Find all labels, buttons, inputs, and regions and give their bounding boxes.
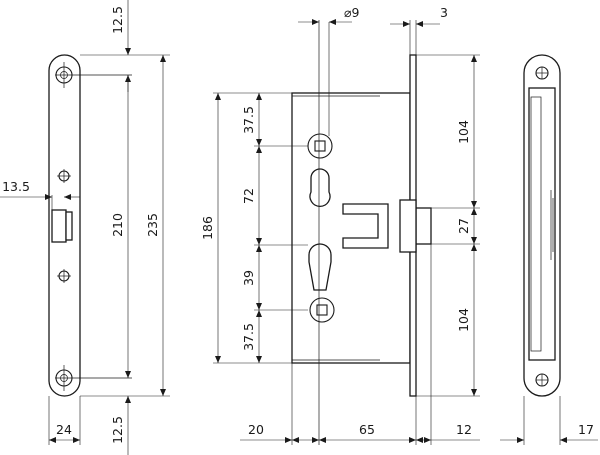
side-view — [523, 54, 561, 397]
faceplate-front-view — [48, 54, 132, 397]
lock-body-view — [291, 20, 432, 445]
dim-bottom-margin: 12.5 — [110, 416, 125, 444]
dim-backset: 65 — [359, 422, 375, 437]
dim-faceplate-length: 235 — [145, 213, 160, 237]
diameter-symbol: ⌀ — [344, 5, 352, 20]
dim-latch-height: 27 — [456, 218, 471, 234]
latch-bolt — [415, 207, 432, 245]
side-view-dimensions: 17 — [500, 396, 598, 445]
dim-side-width: 17 — [578, 422, 594, 437]
dim-faceplate-thickness: 3 — [440, 5, 448, 20]
dim-top-margin: 12.5 — [110, 6, 125, 34]
dim-case-offset: 20 — [248, 422, 264, 437]
dim-lower-screw: 37.5 — [241, 323, 256, 351]
dim-hole-spacing: 210 — [110, 213, 125, 237]
dim-spindle-diameter: ⌀9 — [344, 5, 360, 20]
follower-arm — [342, 203, 389, 249]
dim-case-height: 186 — [200, 216, 215, 240]
latch-cutout — [51, 209, 67, 243]
dim-forend-depth: 12 — [456, 422, 472, 437]
upper-keyhole — [309, 168, 331, 208]
lock-body-dimensions: 186 37.5 72 39 37.5 ⌀9 3 104 27 104 20 6… — [200, 5, 480, 445]
dim-upper-screw: 37.5 — [241, 106, 256, 134]
dim-faceplate-width: 24 — [56, 422, 72, 437]
dim-upper-latch: 104 — [456, 120, 471, 144]
latch-tongue — [65, 211, 73, 241]
dim-backset-offset: 13.5 — [2, 179, 30, 194]
dim-cylinder-offset: 39 — [241, 270, 256, 286]
lower-keyhole — [308, 243, 332, 291]
dim-keyhole-spacing: 72 — [241, 188, 256, 204]
faceplate-dimensions: 12.5 210 12.5 235 13.5 24 — [0, 0, 170, 455]
dim-lower-latch: 104 — [456, 308, 471, 332]
lock-case — [291, 92, 411, 364]
latch-follower — [399, 199, 417, 253]
